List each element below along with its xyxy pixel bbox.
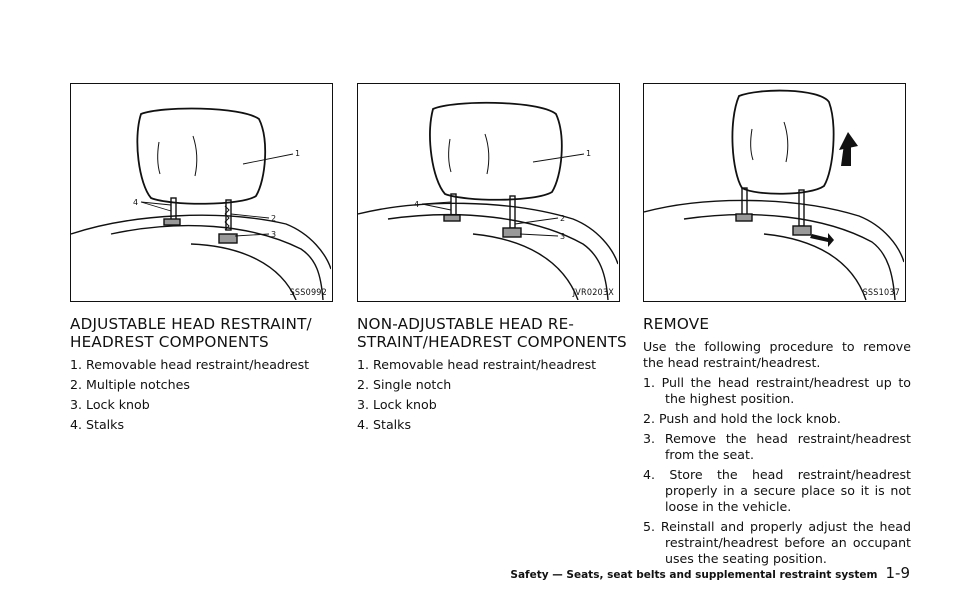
procedure-step: 1. Pull the head restraint/headrest up t… (643, 375, 911, 406)
adjustable-section: ADJUSTABLE HEAD RESTRAINT/ HEADREST COMP… (70, 315, 340, 437)
component-list: 1. Removable head restraint/headrest 2. … (70, 357, 340, 433)
callout-2: 2 (271, 214, 276, 223)
section-title-line1: ADJUSTABLE HEAD RESTRAINT/ (70, 315, 312, 333)
section-title-line1: NON-ADJUSTABLE HEAD RE- (357, 315, 575, 333)
page-number: 1-9 (885, 564, 911, 582)
list-item: 1. Removable head restraint/headrest (357, 357, 597, 372)
procedure-list: 1. Pull the head restraint/headrest up t… (643, 375, 911, 567)
figure-code: SSS1037 (862, 288, 900, 298)
procedure-step: 4. Store the head restraint/headrest pro… (643, 467, 911, 514)
procedure-step: 3. Remove the head restraint/headrest fr… (643, 431, 911, 462)
list-item: 4. Stalks (70, 417, 125, 432)
section-title-line2: HEADREST COMPONENTS (70, 333, 269, 351)
intro-paragraph: Use the following procedure to remove th… (643, 339, 911, 370)
figure-non-adjustable-headrest: 1 2 3 4 JVR0203X (357, 83, 620, 302)
footer-section-title: Safety — Seats, seat belts and supplemen… (510, 569, 878, 581)
non-adjustable-section: NON-ADJUSTABLE HEAD RE- STRAINT/HEADREST… (357, 315, 627, 437)
headrest-adjustable-illustration: 1 2 3 4 (71, 107, 331, 300)
figure-adjustable-headrest: 1 2 3 4 SSS0992 (70, 83, 333, 302)
figure-code: JVR0203X (572, 288, 614, 298)
list-item: 2. Single notch (357, 377, 452, 392)
headrest-remove-illustration (644, 89, 904, 300)
list-item: 2. Multiple notches (70, 377, 190, 392)
callout-1: 1 (295, 149, 300, 158)
section-title-line2: STRAINT/HEADREST COMPONENTS (357, 333, 627, 351)
figure-code: SSS0992 (289, 288, 327, 298)
callout-4: 4 (133, 198, 138, 207)
section-title: NON-ADJUSTABLE HEAD RE- STRAINT/HEADREST… (357, 315, 627, 351)
figure-remove-headrest: SSS1037 (643, 83, 906, 302)
callout-1: 1 (586, 149, 591, 158)
callout-4: 4 (414, 200, 419, 209)
callout-2: 2 (560, 214, 565, 223)
section-title: ADJUSTABLE HEAD RESTRAINT/ HEADREST COMP… (70, 315, 340, 351)
list-item: 4. Stalks (357, 417, 412, 432)
component-list: 1. Removable head restraint/headrest 2. … (357, 357, 627, 433)
page-footer: Safety — Seats, seat belts and supplemen… (500, 563, 910, 582)
callout-3: 3 (560, 232, 565, 241)
procedure-step: 5. Reinstall and properly adjust the hea… (643, 519, 911, 566)
list-item: 3. Lock knob (357, 397, 437, 412)
callout-3: 3 (271, 230, 276, 239)
remove-section: REMOVE Use the following procedure to re… (643, 315, 911, 571)
list-item: 1. Removable head restraint/headrest (70, 357, 310, 372)
procedure-step: 2. Push and hold the lock knob. (643, 411, 841, 426)
list-item: 3. Lock knob (70, 397, 150, 412)
headrest-non-adjustable-illustration: 1 2 3 4 (358, 101, 618, 300)
section-title: REMOVE (643, 315, 710, 333)
